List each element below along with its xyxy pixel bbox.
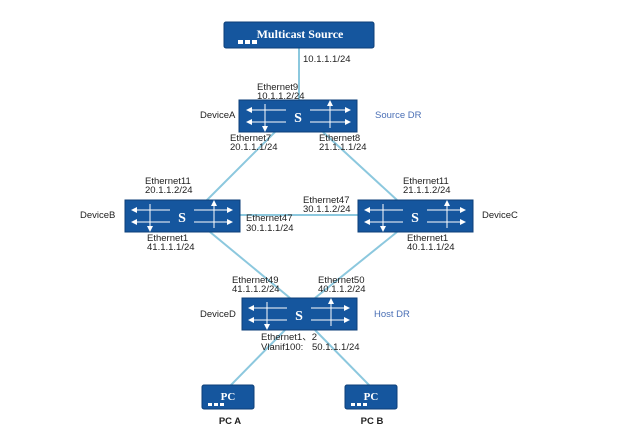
deviceb-name: DeviceB bbox=[80, 210, 115, 221]
devicea-eth8-ip: 21.1.1.1/24 bbox=[319, 142, 367, 153]
deviceb-switch-symbol: S bbox=[178, 211, 186, 226]
deviceb-switch[interactable]: S bbox=[124, 199, 241, 233]
multicast-source-box bbox=[223, 21, 375, 49]
link-devicec-deviced bbox=[314, 231, 398, 299]
deviced-switch[interactable]: S bbox=[241, 297, 358, 331]
devicec-eth11-name: Ethernet11 bbox=[403, 176, 449, 187]
deviced-vlanif-name: Vlanif100: bbox=[261, 342, 303, 353]
devicea-role: Source DR bbox=[375, 110, 422, 121]
pc-a[interactable]: PC bbox=[201, 384, 255, 410]
pc-a-led bbox=[208, 403, 212, 406]
deviced-eth49-name: Ethernet49 bbox=[232, 275, 278, 286]
multicast-source-ip: 10.1.1.1/24 bbox=[303, 54, 351, 65]
deviceb-eth47-name: Ethernet47 bbox=[246, 213, 292, 224]
devicec-switch[interactable]: S bbox=[357, 199, 474, 233]
devicea-eth7-ip: 20.1.1.1/24 bbox=[230, 142, 278, 153]
deviceb-eth11-ip: 20.1.1.2/24 bbox=[145, 185, 193, 196]
deviced-vlanif-ip: 50.1.1.1/24 bbox=[312, 342, 360, 353]
devicea-switch-body bbox=[238, 99, 358, 133]
link-devicea-deviceb bbox=[204, 131, 276, 203]
devicea-name: DeviceA bbox=[200, 110, 236, 121]
deviced-eth50-name: Ethernet50 bbox=[318, 275, 364, 286]
link-deviced-pcb bbox=[314, 329, 371, 387]
pc-b[interactable]: PC bbox=[344, 384, 398, 410]
pc-a-led bbox=[214, 403, 218, 406]
devicea-eth9-name: Ethernet9 bbox=[257, 82, 298, 93]
pc-b-led bbox=[363, 403, 367, 406]
devicec-eth47-ip: 30.1.1.2/24 bbox=[303, 204, 351, 215]
pc-a-icon-label: PC bbox=[221, 391, 236, 403]
links bbox=[204, 47, 398, 387]
devicec-eth11-ip: 21.1.1.2/24 bbox=[403, 185, 451, 196]
pc-b-icon-label: PC bbox=[364, 391, 379, 403]
multicast-source-label: Multicast Source bbox=[257, 27, 344, 41]
devicec-switch-symbol: S bbox=[411, 211, 419, 226]
multicast-source[interactable]: Multicast Source bbox=[223, 21, 375, 49]
deviced-switch-body bbox=[241, 297, 358, 331]
deviced-role: Host DR bbox=[374, 309, 410, 320]
pc-a-label: PC A bbox=[219, 416, 241, 427]
deviceb-switch-body bbox=[124, 199, 241, 233]
deviced-eth12-name: Ethernet1、2 bbox=[261, 332, 317, 343]
deviced-eth49-ip: 41.1.1.2/24 bbox=[232, 284, 280, 295]
devicec-eth1-ip: 40.1.1.1/24 bbox=[407, 242, 455, 253]
multicast-source-led bbox=[238, 40, 243, 44]
devicea-switch[interactable]: S bbox=[238, 99, 358, 133]
devicec-eth1-name: Ethernet1 bbox=[407, 233, 448, 244]
devicec-switch-body bbox=[357, 199, 474, 233]
multicast-source-led bbox=[252, 40, 257, 44]
devicec-eth47-name: Ethernet47 bbox=[303, 195, 349, 206]
link-devicea-devicec bbox=[322, 131, 398, 201]
devicea-switch-symbol: S bbox=[294, 111, 302, 126]
pc-b-led bbox=[357, 403, 361, 406]
deviced-name: DeviceD bbox=[200, 309, 236, 320]
devicea-eth8-name: Ethernet8 bbox=[319, 133, 360, 144]
deviceb-eth47-ip: 30.1.1.1/24 bbox=[246, 223, 294, 234]
devicea-eth9-ip: 10.1.1.2/24 bbox=[257, 91, 305, 102]
pc-b-led bbox=[351, 403, 355, 406]
multicast-source-led bbox=[245, 40, 250, 44]
deviceb-eth1-ip: 41.1.1.1/24 bbox=[147, 242, 195, 253]
devicec-name: DeviceC bbox=[482, 210, 518, 221]
deviceb-eth1-name: Ethernet1 bbox=[147, 233, 188, 244]
link-deviced-pca bbox=[229, 329, 286, 387]
deviceb-eth11-name: Ethernet11 bbox=[145, 176, 191, 187]
pc-b-label: PC B bbox=[361, 416, 384, 427]
devicea-eth7-name: Ethernet7 bbox=[230, 133, 271, 144]
deviced-eth50-ip: 40.1.1.2/24 bbox=[318, 284, 366, 295]
deviced-switch-symbol: S bbox=[295, 309, 303, 324]
pc-a-led bbox=[220, 403, 224, 406]
link-deviceb-deviced bbox=[209, 231, 291, 299]
